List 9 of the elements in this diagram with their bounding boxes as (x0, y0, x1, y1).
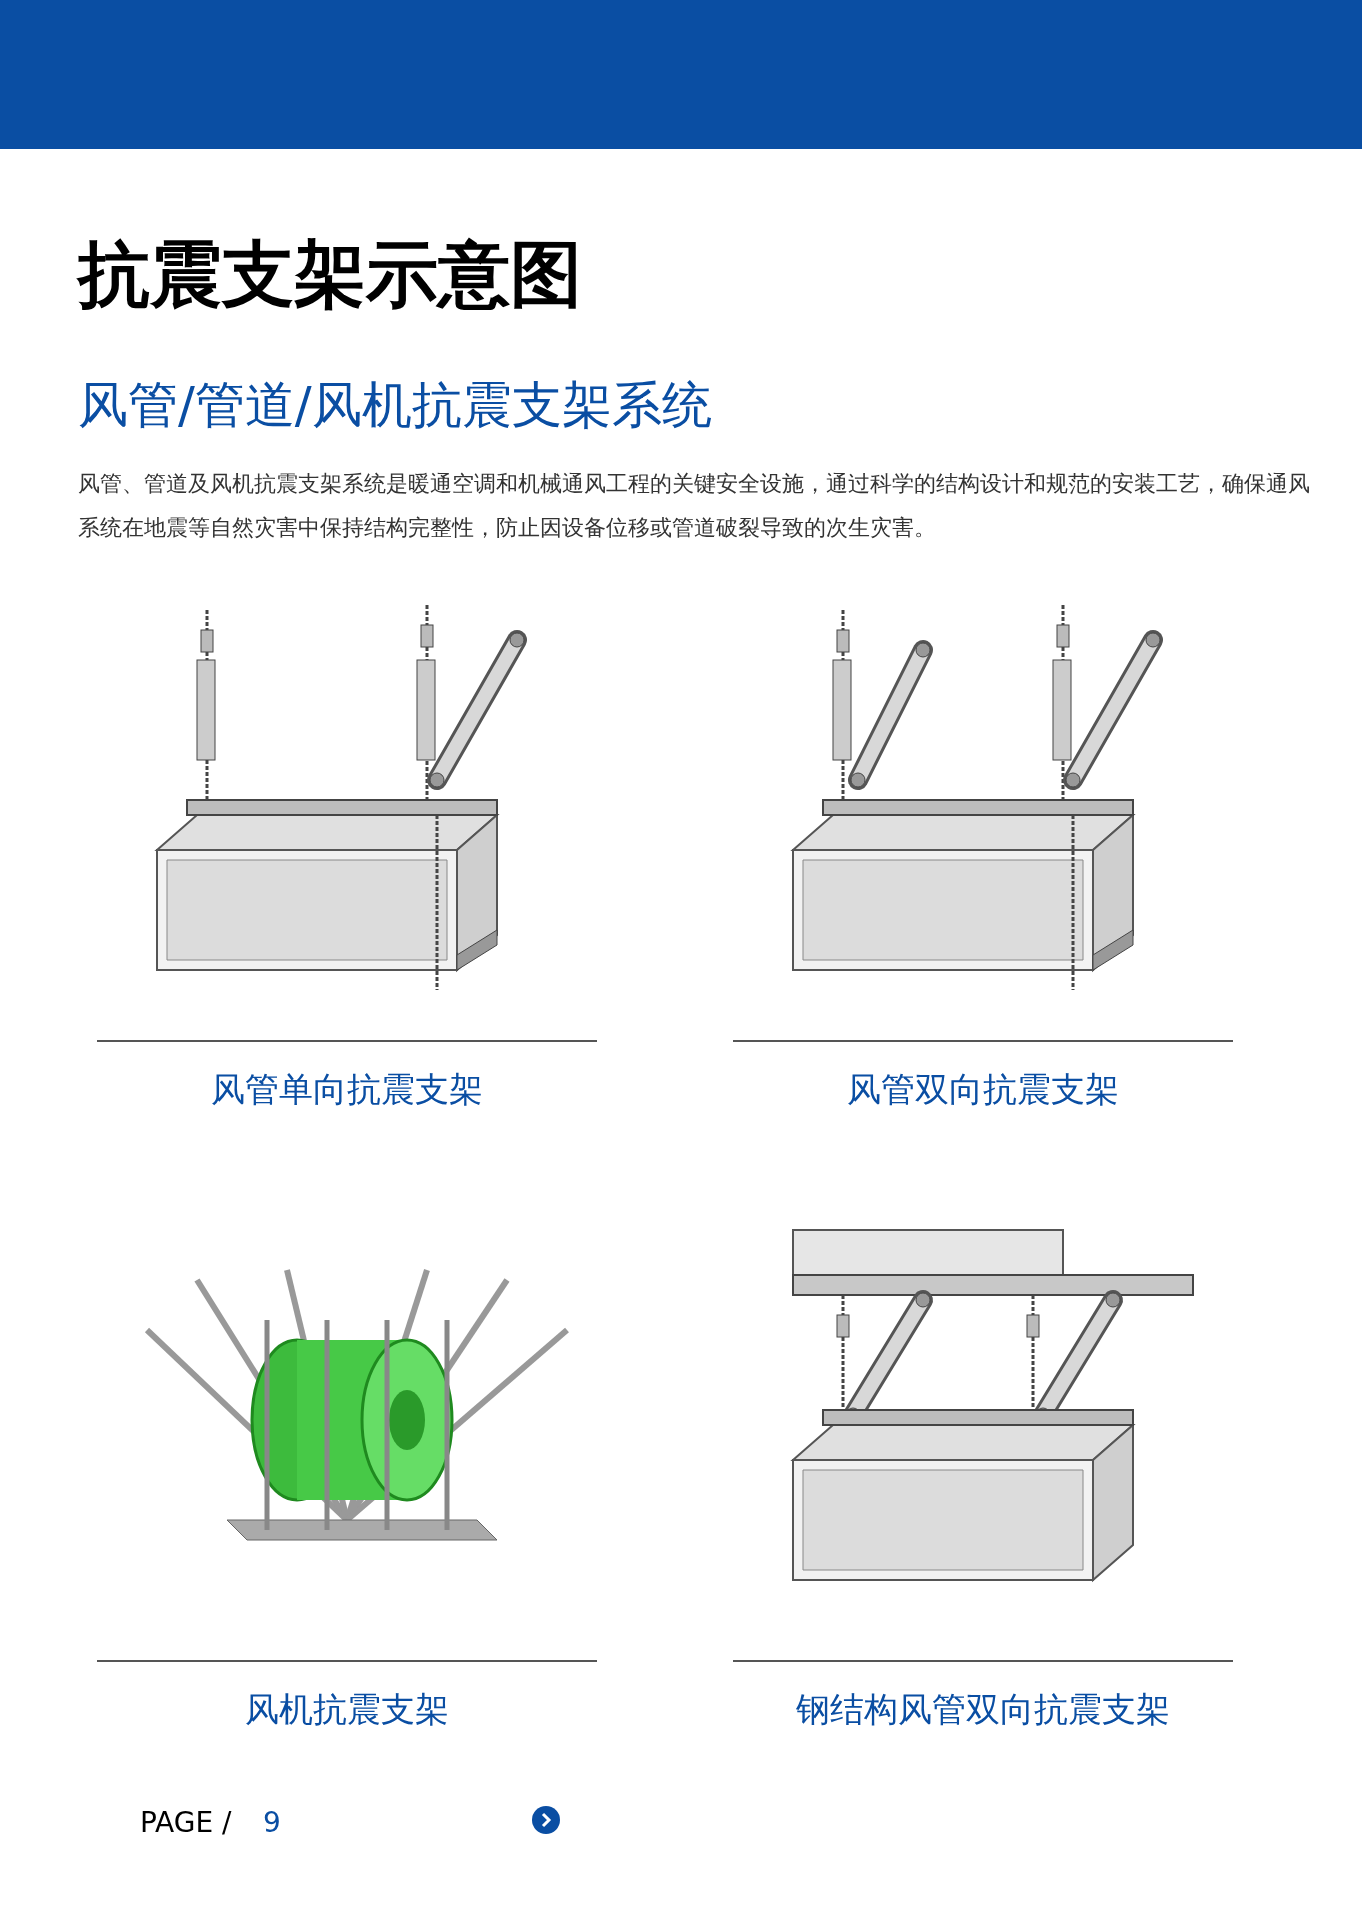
intro-paragraph: 风管、管道及风机抗震支架系统是暖通空调和机械通风工程的关键安全设施，通过科学的结构设计和规范的安装工艺，确保通风系统在地震等自然灾害中保持结构完整性，防止因设备位移或管道破裂导致的次生灾害。 (78, 470, 1311, 542)
page-title: 抗震支架示意图 (78, 238, 582, 310)
page-number: 9 (263, 1805, 281, 1841)
caption: 钢结构风管双向抗震支架 (795, 1692, 1171, 1726)
caption: 风机抗震支架 (244, 1692, 450, 1726)
caption: 风管双向抗震支架 (846, 1072, 1120, 1106)
section-heading: 风管/管道/风机抗震支架系统 (78, 380, 712, 430)
page-label: PAGE / (140, 1805, 232, 1841)
caption: 风管单向抗震支架 (210, 1072, 484, 1106)
